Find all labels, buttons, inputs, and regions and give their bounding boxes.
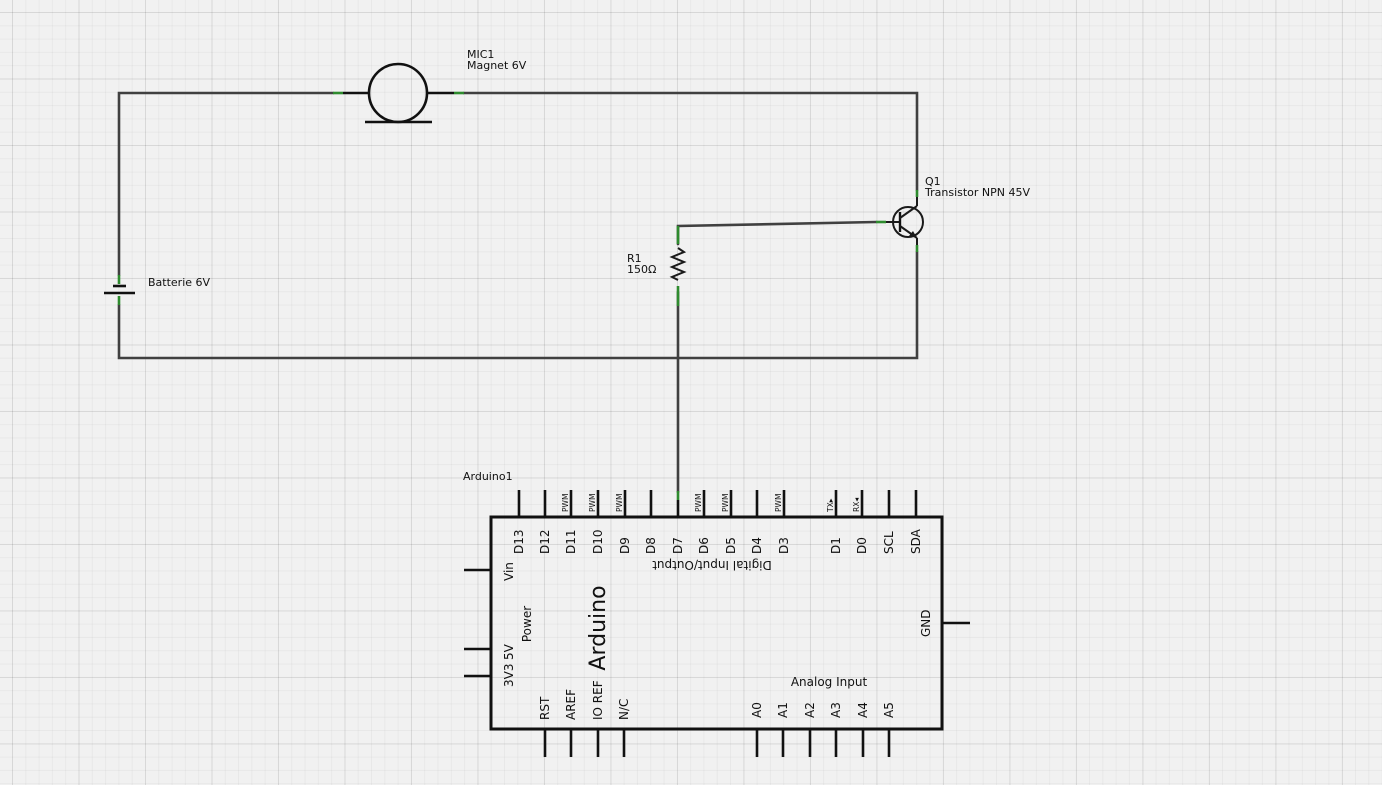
pin-d8-label: D8 — [644, 537, 658, 554]
arduino-name-label: Arduino — [586, 585, 611, 670]
pin-3v3-label: 3V3 — [502, 664, 516, 687]
pin-d4-label: D4 — [750, 537, 764, 554]
pin-scl-label: SCL — [882, 531, 896, 554]
pwm-label: PWM — [588, 494, 597, 512]
pwm-label: PWM — [561, 494, 570, 512]
pin-d3-label: D3 — [777, 537, 791, 554]
pwm-label: PWM — [774, 494, 783, 512]
pin-d7-label: D7 — [671, 537, 685, 554]
arduino-right-pins: GND — [919, 609, 970, 637]
pin-d11-label: D11 — [564, 529, 578, 554]
pwm-label: PWM — [694, 494, 703, 512]
motor-symbol[interactable] — [333, 62, 464, 124]
pin-d1-label: D1 — [829, 537, 843, 554]
pin-d12-label: D12 — [538, 529, 552, 554]
pin-d9-label: D9 — [618, 537, 632, 554]
pin-a3-label: A3 — [829, 702, 843, 718]
arduino-body[interactable] — [489, 515, 944, 731]
motor-value-label: Magnet 6V — [467, 59, 527, 72]
rx-label: RX◂ — [852, 498, 861, 512]
pin-d0-label: D0 — [855, 537, 869, 554]
arduino-ref-label: Arduino1 — [463, 470, 513, 483]
pin-a1-label: A1 — [776, 702, 790, 718]
battery-symbol[interactable] — [104, 275, 135, 305]
arduino-top-pins: D13 D12 D11 PWM D10 PWM D9 PWM D8 D7 D6 PWM D5 PWM D4 D… — [512, 490, 923, 554]
transistor-symbol[interactable] — [876, 190, 924, 252]
transistor-value-label: Transistor NPN 45V — [924, 186, 1031, 199]
pin-a2-label: A2 — [803, 702, 817, 718]
wire-resistor-to-base[interactable] — [676, 220, 878, 246]
pin-a0-label: A0 — [750, 702, 764, 718]
resistor-ref-label: R1 — [627, 252, 642, 265]
resistor-value-label: 150Ω — [627, 263, 656, 276]
pin-d5-label: D5 — [724, 537, 738, 554]
resistor-symbol[interactable] — [669, 226, 687, 306]
pin-vin-label: Vin — [502, 562, 516, 581]
pin-d13-label: D13 — [512, 529, 526, 554]
pin-a5-label: A5 — [882, 702, 896, 718]
pin-aref-label: AREF — [564, 689, 578, 720]
wire-emitter-to-ground[interactable] — [117, 250, 919, 360]
pin-a4-label: A4 — [856, 702, 870, 718]
power-section-label: Power — [520, 606, 534, 642]
tx-label: TX▸ — [826, 498, 835, 513]
pwm-label: PWM — [615, 494, 624, 512]
arduino-bottom-pins: RST AREF IO REF N/C A0 A1 A2 A3 A4 A5 — [538, 680, 896, 757]
pin-rst-label: RST — [538, 696, 552, 720]
pwm-label: PWM — [721, 494, 730, 512]
pin-io-ref-label: IO REF — [591, 680, 605, 720]
analog-section-label: Analog Input — [791, 675, 868, 689]
wire-motor-to-collector[interactable] — [462, 91, 919, 192]
pin-gnd-label: GND — [919, 609, 933, 637]
pin-d10-label: D10 — [591, 529, 605, 554]
motor-ref-label: MIC1 — [467, 48, 494, 61]
pin-d6-label: D6 — [697, 537, 711, 554]
transistor-ref-label: Q1 — [925, 175, 941, 188]
wire-battery-to-motor[interactable] — [117, 91, 335, 277]
digital-section-label: Digital Input/Output — [652, 558, 772, 572]
pin-n-c-label: N/C — [617, 699, 631, 720]
battery-value-label: Batterie 6V — [148, 276, 211, 289]
pin-5v-label: 5V — [502, 643, 516, 660]
wires — [117, 91, 919, 494]
arduino-left-pins: Vin 5V 3V3 — [464, 562, 516, 687]
pin-sda-label: SDA — [909, 528, 923, 554]
